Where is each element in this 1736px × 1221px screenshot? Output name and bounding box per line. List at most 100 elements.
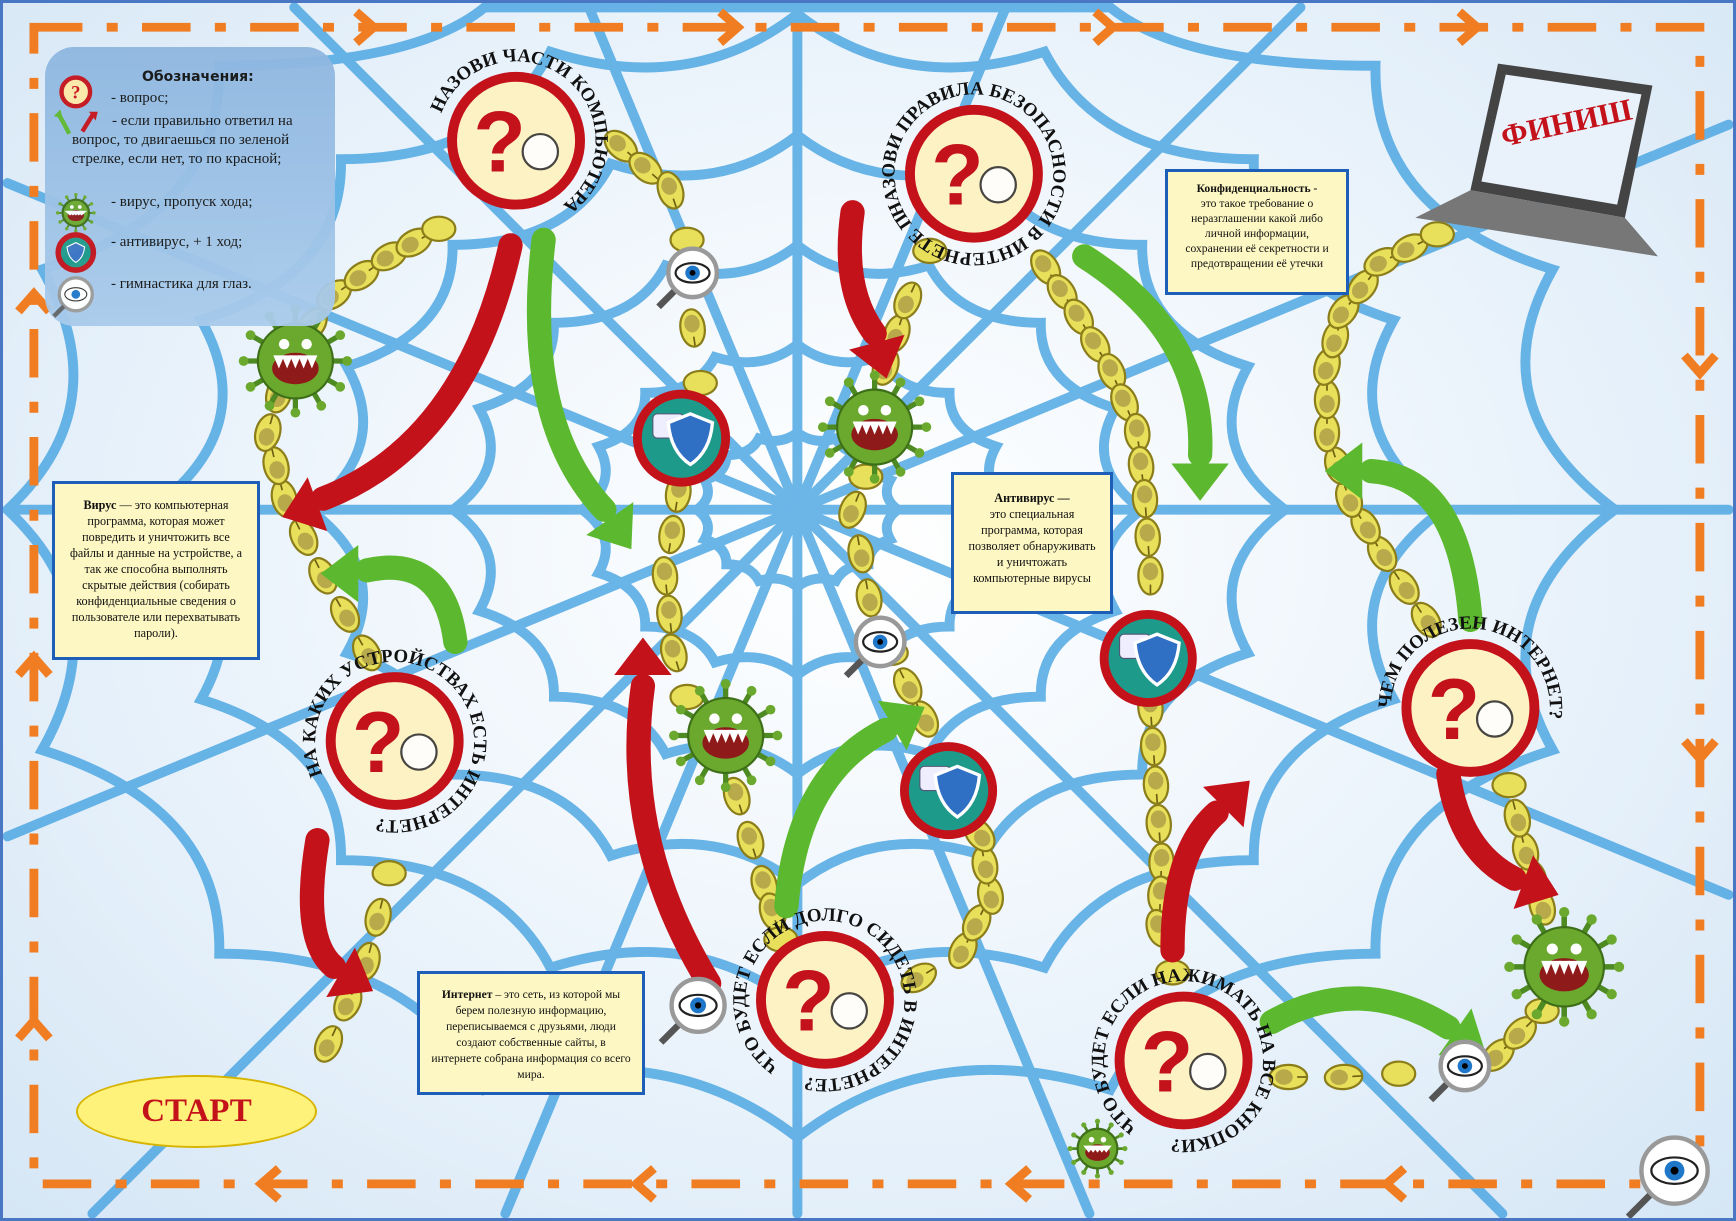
- red-arrow: [1436, 761, 1559, 909]
- green-arrow: [774, 700, 925, 919]
- border-chevron-left: [1379, 1165, 1408, 1203]
- question-station: ?ЧТО БУДЕТ ЕСЛИ НАЖИМАТЬ НА ВСЕ КНОПКИ?: [1088, 965, 1279, 1156]
- eye-icon: [52, 276, 94, 318]
- legend-item-antivirus: - антивирус, + 1 ход;: [111, 234, 243, 250]
- green-arrow: [1072, 244, 1229, 501]
- finish-laptop: [1415, 63, 1658, 257]
- start-label: СТАРТ: [76, 1075, 317, 1148]
- legend-item-arrows: - если правильно ответил на вопрос, то д…: [72, 113, 293, 167]
- virus-icon: [1067, 1118, 1128, 1179]
- mouse-step: [1390, 233, 1429, 263]
- mouse-step: [736, 820, 765, 860]
- border-chevron-down: [1681, 738, 1719, 766]
- mouse-step: [1313, 412, 1341, 453]
- mouse-step: [847, 534, 875, 574]
- mouse-step: [1142, 765, 1170, 805]
- mouse-step: [893, 281, 923, 320]
- question-station: ?ЧТО БУДЕТ ЕСЛИ ДОЛГО СИДЕТЬ В ИНТЕРНЕТЕ…: [730, 904, 921, 1095]
- red-arrow: [1160, 780, 1250, 963]
- question-station: ?НА КАКИХ УСТРОЙСТВАХ ЕСТЬ ИНТЕРНЕТ?: [299, 646, 490, 837]
- hand-click-icon: [1189, 1052, 1227, 1091]
- eye-icon: [656, 246, 720, 310]
- confidentiality-callout: Конфиденциальность - это такое требование…: [1165, 169, 1349, 295]
- mouse-step: [679, 308, 706, 348]
- mouse-step: [1419, 221, 1455, 248]
- question-mark-icon: ?: [1141, 1014, 1194, 1110]
- eye-icon: [1625, 1135, 1710, 1218]
- antivirus-callout-text: это специальная программа, которая позво…: [968, 507, 1096, 585]
- mouse-step: [1346, 268, 1379, 305]
- mouse-step: [1323, 1063, 1364, 1091]
- mouse-step: [1268, 1063, 1309, 1091]
- question-icon: ?: [59, 75, 93, 109]
- mouse-step: [1321, 319, 1350, 359]
- question-ring: [447, 71, 585, 210]
- mouse-step: [371, 859, 407, 887]
- green-arrow: [526, 227, 634, 550]
- red-arrow: [282, 233, 523, 532]
- mouse-step: [1388, 568, 1420, 605]
- mouse-step: [1503, 1016, 1537, 1050]
- mouse-step: [659, 633, 688, 673]
- mouse-step: [1381, 1060, 1417, 1087]
- question-ring: [325, 672, 464, 810]
- finger-icon: [979, 166, 1017, 204]
- mouse-step: [656, 170, 685, 210]
- mouse-step: [961, 904, 992, 942]
- mouse-step: [658, 514, 686, 555]
- question-ring: [756, 931, 894, 1069]
- question-mark-icon: ?: [352, 695, 405, 791]
- mouse-step: [1410, 601, 1442, 638]
- confidentiality-callout-text: это такое требование о неразглашении как…: [1185, 197, 1329, 270]
- virus-icon: [669, 678, 783, 793]
- virus-icon-shape: [55, 192, 96, 233]
- green-arrow: [320, 544, 468, 655]
- mouse-step: [1491, 771, 1527, 799]
- antivirus-icon: [632, 389, 731, 487]
- mouse-step: [651, 556, 679, 596]
- legend-title: Обозначения:: [142, 69, 254, 85]
- virus-callout-term: Вирус: [83, 498, 117, 512]
- mouse-step: [421, 215, 457, 243]
- question-mark-icon: ?: [473, 95, 526, 191]
- border-chevron-left: [254, 1165, 282, 1203]
- mouse-step: [900, 962, 938, 994]
- mouse-step: [838, 490, 867, 529]
- legend-panel: Обозначения: ? - вопрос; - если правильн…: [45, 47, 335, 326]
- virus-icon: [1504, 906, 1625, 1027]
- wifi-icon: [400, 733, 438, 771]
- mouse-step: [892, 667, 923, 705]
- mouse-step: [656, 594, 683, 635]
- confidentiality-callout-term: Конфиденциальность -: [1196, 182, 1318, 195]
- green-arrow: [1324, 442, 1483, 632]
- virus-icon: [55, 192, 96, 233]
- virus-icon: [817, 370, 932, 484]
- border-chevron-left: [629, 1165, 657, 1203]
- question-ring: [1114, 991, 1253, 1130]
- internet-callout: Интернет – это сеть, из которой мы берем…: [417, 971, 645, 1095]
- red-arrow: [614, 637, 722, 996]
- mouse-step: [1145, 803, 1173, 844]
- internet-callout-term: Интернет: [441, 988, 493, 1001]
- border-chevron-up: [15, 287, 53, 315]
- mouse-step: [364, 897, 392, 937]
- antivirus-icon: [55, 232, 97, 273]
- board-border: [15, 8, 1719, 1203]
- eye-icon: [843, 615, 907, 679]
- question-mark-icon: ?: [931, 128, 984, 224]
- eye-icon: [658, 976, 727, 1045]
- mouse-step: [1134, 517, 1161, 558]
- mouse-step: [976, 875, 1004, 915]
- mouse-step: [1503, 798, 1532, 838]
- red-arrow: [837, 200, 905, 379]
- border-chevron-right: [1092, 8, 1120, 46]
- legend-icons: ?: [52, 75, 98, 318]
- question-mark-icon: ?: [782, 954, 835, 1050]
- question-ring: [904, 104, 1043, 243]
- mouse-step: [1137, 555, 1164, 596]
- svg-text:?: ?: [71, 83, 80, 104]
- border-chevron-up: [15, 650, 53, 678]
- question-ring: [1401, 639, 1540, 777]
- virus-icon: [238, 304, 353, 418]
